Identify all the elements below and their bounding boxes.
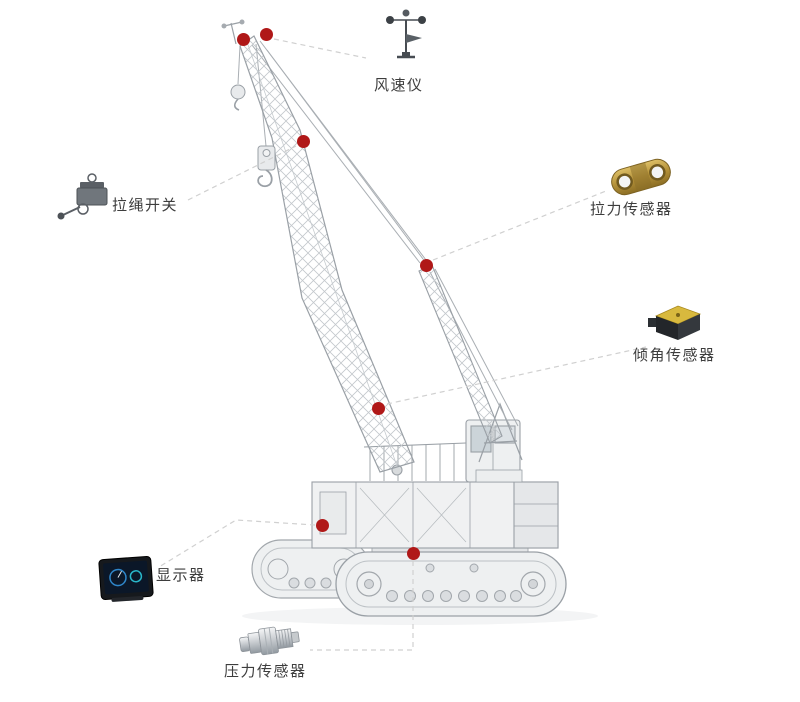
sensor-marker-mast-top — [419, 258, 433, 272]
label-display: 显示器 — [156, 567, 206, 584]
leader-display — [158, 519, 316, 568]
sensor-marker-boom-tip-right — [259, 27, 273, 41]
label-pull-rope-switch: 拉绳开关 — [112, 197, 179, 214]
crane-body — [311, 419, 559, 549]
leader-anemometer — [273, 38, 367, 59]
leader-pressure-sensor — [310, 561, 414, 651]
pressure-sensor-icon — [239, 626, 300, 656]
sensor-marker-body-front — [315, 518, 329, 532]
sensor-marker-mid-boom — [371, 401, 385, 415]
crane-boom — [221, 19, 415, 473]
leader-pull-rope-switch — [187, 145, 297, 201]
display-icon — [98, 556, 154, 602]
leader-tension-sensor — [432, 190, 607, 261]
hook-and-ball — [230, 84, 276, 187]
sensor-marker-upper-boom — [296, 134, 310, 148]
leader-lines — [158, 38, 647, 651]
pull-rope-switch-icon — [57, 173, 108, 220]
label-pressure-sensor: 压力传感器 — [224, 663, 307, 680]
tilt-sensor-icon — [648, 305, 702, 340]
leader-tilt-sensor — [386, 346, 647, 405]
label-tilt-sensor: 倾角传感器 — [633, 347, 716, 364]
tension-sensor-icon — [611, 158, 671, 196]
anemometer-icon — [386, 9, 426, 59]
sensor-marker-boom-tip-left — [236, 32, 250, 46]
sensor-marker-crawler — [406, 546, 420, 560]
label-tension-sensor: 拉力传感器 — [590, 201, 673, 218]
label-anemometer: 风速仪 — [374, 77, 424, 94]
